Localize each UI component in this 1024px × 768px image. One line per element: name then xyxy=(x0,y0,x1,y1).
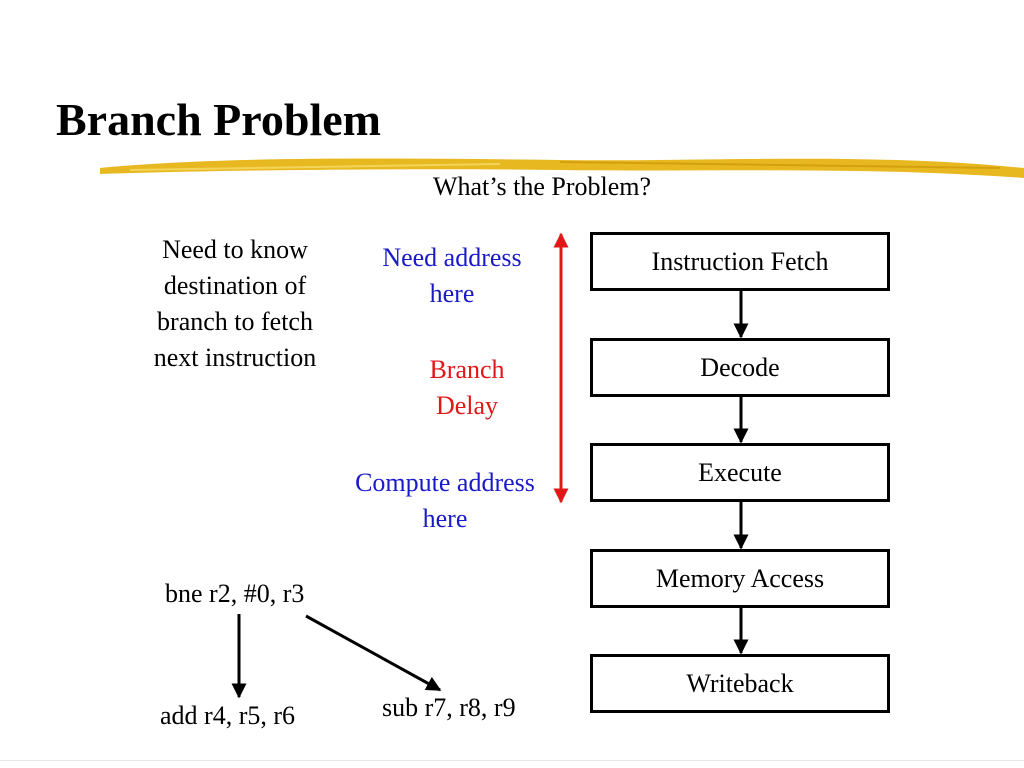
branch-delay-label: Branch Delay xyxy=(429,355,505,420)
stage-instruction-fetch: Instruction Fetch xyxy=(590,232,890,291)
slide-title: Branch Problem xyxy=(56,94,381,145)
title-underline xyxy=(100,158,1024,178)
branch-target-arrow xyxy=(305,614,442,692)
target-instruction: sub r7, r8, r9 xyxy=(382,693,516,722)
stage-writeback: Writeback xyxy=(590,654,890,713)
slide-bottom-border xyxy=(0,760,1024,761)
stage-memory-access: Memory Access xyxy=(590,549,890,608)
diagram-subtitle: What’s the Problem? xyxy=(432,172,652,201)
explanation-note: Need to know destination of branch to fe… xyxy=(153,235,317,372)
branch-instruction: bne r2, #0, r3 xyxy=(165,579,305,608)
need-address-label: Need address here xyxy=(382,243,522,308)
fallthrough-instruction: add r4, r5, r6 xyxy=(160,701,296,730)
stage-execute: Execute xyxy=(590,443,890,502)
compute-address-label: Compute address here xyxy=(355,468,535,533)
stage-decode: Decode xyxy=(590,338,890,397)
